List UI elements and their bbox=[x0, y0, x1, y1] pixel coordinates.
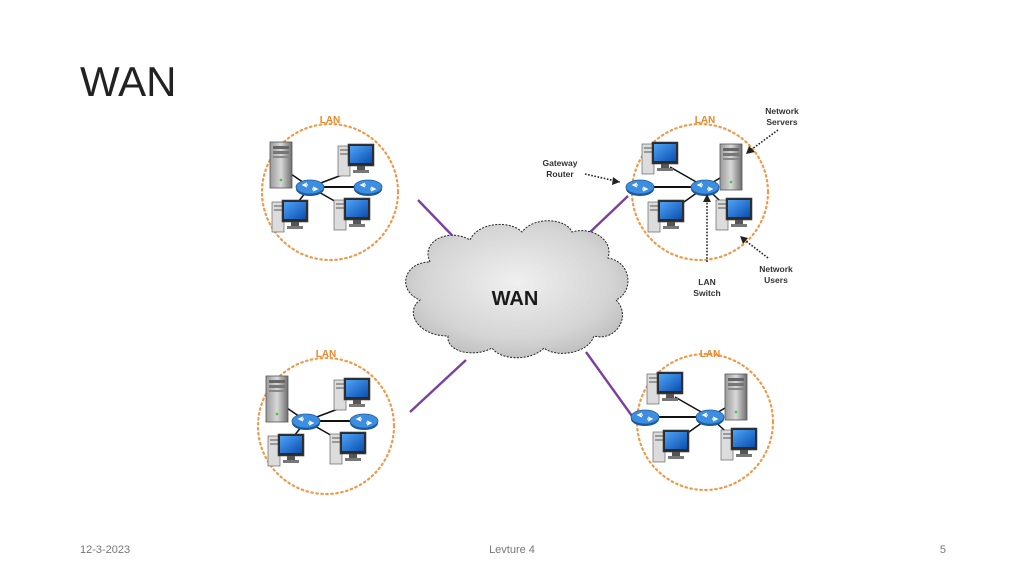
lan-bottom-left: LAN bbox=[258, 349, 394, 494]
annotation-line: Network bbox=[765, 106, 799, 116]
footer-date: 12-3-2023 bbox=[80, 544, 131, 556]
annotation-gateway-router: Gateway Router bbox=[543, 158, 621, 185]
annotation-line: Network bbox=[759, 264, 793, 274]
lan-bottom-right: LAN bbox=[631, 349, 773, 490]
annotation-line: Servers bbox=[766, 117, 797, 127]
footer-page-number: 5 bbox=[939, 544, 946, 556]
lan-top-left: LAN bbox=[262, 115, 398, 260]
annotation-line: Gateway bbox=[543, 158, 578, 168]
wan-link-bottom-left bbox=[409, 359, 467, 413]
lan-label: LAN bbox=[695, 115, 716, 126]
annotation-line: LAN bbox=[698, 277, 715, 287]
wan-link-bottom-right bbox=[585, 351, 633, 417]
annotation-line: Users bbox=[764, 275, 788, 285]
annotation-line: Switch bbox=[693, 288, 720, 298]
footer-center-text: Levture 4 bbox=[489, 544, 535, 556]
wan-cloud-label: WAN bbox=[492, 288, 539, 310]
wan-cloud: WAN bbox=[405, 220, 629, 359]
lan-top-right: LAN bbox=[626, 115, 768, 260]
annotation-network-servers: Network Servers bbox=[746, 106, 799, 154]
annotation-line: Router bbox=[546, 169, 574, 179]
annotation-network-users: Network Users bbox=[740, 236, 793, 285]
lan-label: LAN bbox=[320, 115, 341, 126]
annotation-lan-switch: LAN Switch bbox=[693, 194, 721, 298]
lan-label: LAN bbox=[316, 349, 337, 360]
lan-label: LAN bbox=[700, 349, 721, 360]
slide-title: WAN bbox=[80, 58, 177, 105]
wan-link-top-right bbox=[585, 195, 629, 237]
